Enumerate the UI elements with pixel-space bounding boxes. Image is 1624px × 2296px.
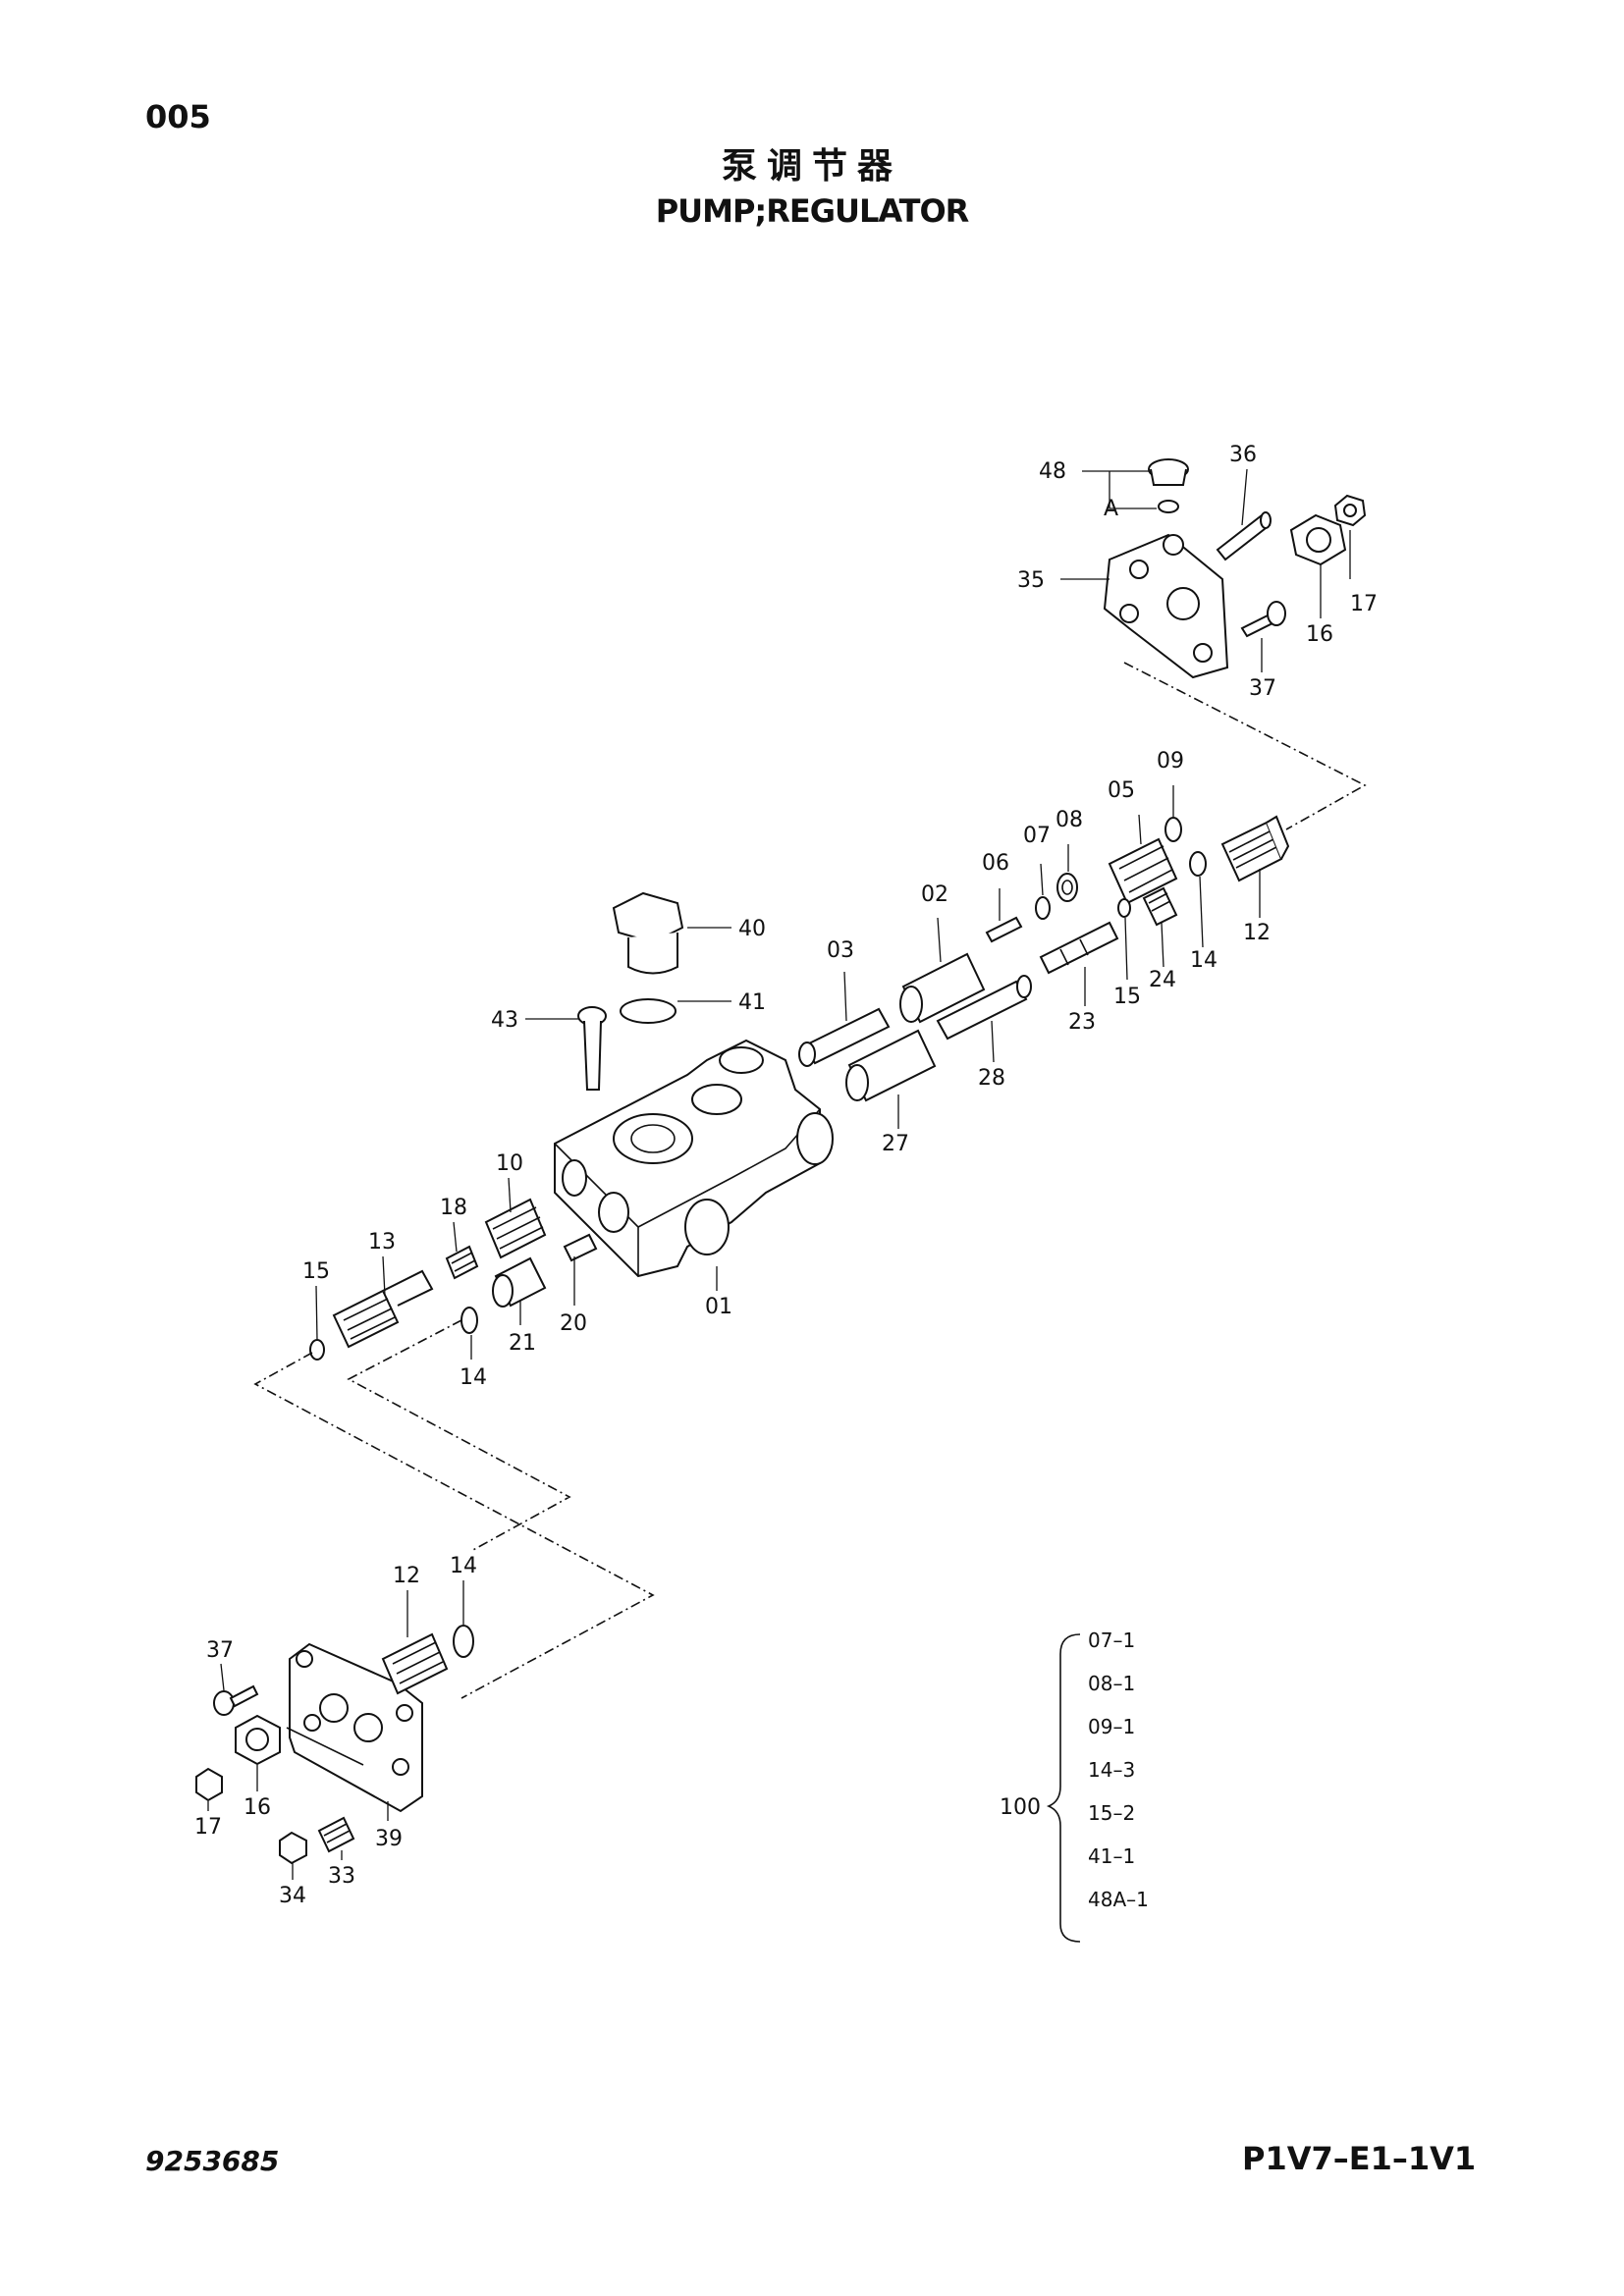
- oring-15-left: [309, 1339, 325, 1361]
- plug-48: [1148, 458, 1189, 513]
- callout-34: 34: [279, 1884, 306, 1908]
- washer-08: [1056, 873, 1078, 902]
- body-01: [554, 1039, 834, 1278]
- oring-14-lower: [453, 1625, 474, 1658]
- callout-A: A: [1104, 497, 1118, 521]
- bolt-43: [577, 1006, 607, 1091]
- callout-12-right: 12: [1243, 921, 1271, 945]
- sleeve-27: [845, 1029, 937, 1102]
- dash-line-top: [1123, 662, 1367, 830]
- callout-14-left: 14: [460, 1365, 487, 1390]
- kit-item: 14–3: [1088, 1758, 1135, 1782]
- callout-13: 13: [368, 1230, 396, 1255]
- callout-03: 03: [827, 938, 854, 963]
- callout-08: 08: [1056, 808, 1083, 832]
- nut-16-top: [1289, 513, 1347, 566]
- callout-48: 48: [1039, 459, 1066, 484]
- callout-05: 05: [1108, 778, 1135, 803]
- kit-item: 41–1: [1088, 1844, 1135, 1868]
- spring-12-right: [1220, 815, 1290, 882]
- callout-23: 23: [1068, 1010, 1096, 1035]
- nut-17-lower: [195, 1767, 223, 1802]
- callout-02: 02: [921, 882, 948, 907]
- kit-item: 08–1: [1088, 1672, 1135, 1695]
- dash-line-left-a: [253, 1352, 655, 1699]
- callout-09: 09: [1157, 749, 1184, 774]
- page-number: 005: [145, 98, 211, 135]
- callout-20: 20: [560, 1311, 587, 1336]
- callout-07: 07: [1023, 824, 1051, 848]
- spring-24: [1142, 886, 1178, 927]
- callout-43: 43: [491, 1008, 518, 1033]
- kit-item: 48A–1: [1088, 1888, 1149, 1911]
- oring-41: [620, 998, 677, 1024]
- callout-21: 21: [509, 1331, 536, 1356]
- callout-16-lower: 16: [244, 1795, 271, 1820]
- callout-28: 28: [978, 1066, 1005, 1091]
- dash-line-left-b: [347, 1319, 571, 1552]
- callout-24: 24: [1149, 968, 1176, 992]
- oring-14-right: [1189, 851, 1207, 877]
- kit-item: 09–1: [1088, 1715, 1135, 1738]
- callout-15-right: 15: [1113, 985, 1141, 1009]
- callout-18: 18: [440, 1196, 467, 1220]
- callout-33: 33: [328, 1864, 355, 1889]
- callout-27: 27: [882, 1132, 909, 1156]
- sleeve-05: [1108, 837, 1178, 905]
- spring-10: [484, 1198, 547, 1259]
- spool-28: [936, 975, 1032, 1041]
- ring-07: [1035, 896, 1051, 920]
- callout-10: 10: [496, 1151, 523, 1176]
- callout-12-lower: 12: [393, 1564, 420, 1588]
- callout-41: 41: [738, 990, 766, 1015]
- callout-14-right: 14: [1190, 948, 1218, 973]
- spring-12-left: [381, 1632, 449, 1695]
- plug-33: [317, 1816, 355, 1853]
- callout-06: 06: [982, 851, 1009, 876]
- kit-label: 100: [1000, 1795, 1041, 1820]
- callout-36: 36: [1229, 443, 1257, 467]
- nut-34: [279, 1831, 307, 1865]
- model-number: P1V7–E1–1V1: [1242, 2140, 1477, 2177]
- sleeve-02: [899, 952, 986, 1024]
- kit-item: 15–2: [1088, 1801, 1135, 1825]
- callout-01: 01: [705, 1295, 732, 1319]
- bolt-37-lower: [213, 1684, 259, 1716]
- pin-20: [563, 1233, 598, 1262]
- oring-14-left: [460, 1307, 478, 1334]
- plug-40: [612, 891, 684, 975]
- title-english: PUMP;REGULATOR: [655, 192, 970, 230]
- callout-labels: 48 36 A 35 17 16 37 09 05 08 07 06 02 03…: [194, 443, 1378, 1908]
- pin-36: [1216, 511, 1272, 561]
- oring-15-right: [1117, 898, 1131, 918]
- spool-23: [1039, 921, 1119, 975]
- leader-lines: [207, 468, 1351, 1880]
- oring-09: [1164, 817, 1182, 842]
- nut-16-lower: [235, 1714, 281, 1766]
- pin-06: [985, 916, 1023, 943]
- cover-plate-35: [1103, 533, 1229, 679]
- spool-03: [798, 1007, 891, 1067]
- title-chinese: 泵调节器: [721, 146, 902, 187]
- bolt-37-top: [1240, 601, 1286, 638]
- document-number: 9253685: [145, 2145, 280, 2177]
- callout-37-lower: 37: [206, 1638, 234, 1663]
- kit-100-bracket: 100 07–1 08–1 09–1 14–3 15–2 41–1 48A–1: [1000, 1629, 1149, 1943]
- callout-17-top: 17: [1350, 592, 1378, 616]
- callout-35: 35: [1017, 568, 1045, 593]
- nut-17-top: [1333, 494, 1367, 527]
- spring-18: [445, 1245, 479, 1280]
- callout-15-left: 15: [302, 1259, 330, 1284]
- callout-37-top: 37: [1249, 676, 1276, 701]
- kit-item: 07–1: [1088, 1629, 1135, 1652]
- callout-17-lower: 17: [194, 1815, 222, 1840]
- spool-13: [332, 1269, 434, 1349]
- callout-14-lower: 14: [450, 1554, 477, 1578]
- callout-16-top: 16: [1306, 622, 1333, 647]
- cover-plate-39: [289, 1642, 423, 1813]
- plug-21: [492, 1256, 547, 1308]
- callout-40: 40: [738, 917, 766, 941]
- callout-39: 39: [375, 1827, 403, 1851]
